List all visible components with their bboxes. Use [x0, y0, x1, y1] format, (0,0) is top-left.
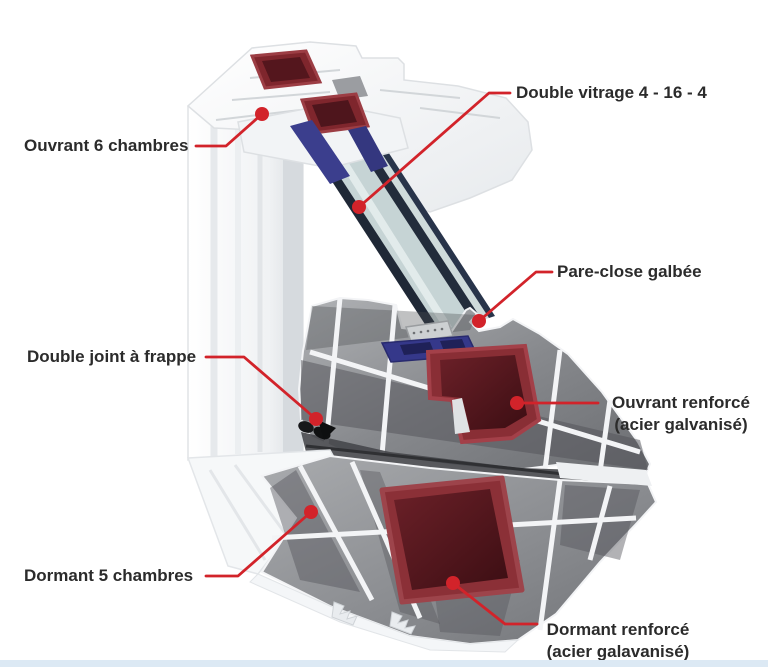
- sash-steel-mid: [299, 92, 371, 135]
- double-glazing: [305, 121, 495, 335]
- leader-lines: [194, 91, 600, 626]
- label-ouvrant-renforce-line1: Ouvrant renforcé: [612, 393, 750, 412]
- bottom-strip: [0, 660, 768, 667]
- label-dormant-renforce: Dormant renforcé (acier galavanisé): [542, 619, 694, 663]
- glass-pane-edge: [362, 121, 495, 318]
- label-pare-close: Pare-close galbée: [557, 262, 702, 281]
- clip-serration: [389, 611, 416, 635]
- leader-line-double-joint: [204, 355, 318, 421]
- leader-line-ouvrant-chambres: [194, 112, 264, 148]
- frappe-seals-black: [298, 420, 336, 440]
- leader-line-dormant-chambres: [204, 510, 313, 578]
- sash-webs: [309, 297, 641, 473]
- frame-section: [186, 449, 658, 653]
- label-double-vitrage: Double vitrage 4 - 16 - 4: [516, 83, 707, 102]
- column-shadow-band: [283, 100, 303, 452]
- frame-steel-reinforcement: [379, 475, 525, 605]
- sash-steel-reinforcement: [425, 343, 542, 445]
- sash-glazing-ledge: [237, 92, 409, 184]
- leader-line-pare-close: [477, 270, 554, 323]
- hardware-gray-piece: [332, 76, 368, 100]
- leader-line-dormant-renforce: [451, 581, 539, 626]
- frame-bottom-face: [249, 573, 520, 653]
- label-ouvrant-renforce: Ouvrant renforcé (acier galvanisé): [600, 392, 762, 436]
- annotation-dot: [446, 576, 460, 590]
- clip-serration: [331, 601, 358, 626]
- sash-cut-section: [297, 296, 652, 476]
- annotation-dot: [304, 505, 318, 519]
- annotation-dot: [510, 396, 524, 410]
- glass-pane-edge: [346, 125, 482, 323]
- label-ouvrant-chambres: Ouvrant 6 chambres: [24, 136, 189, 155]
- glazing-gasket-blue: [290, 120, 350, 184]
- label-dormant-chambres: Dormant 5 chambres: [24, 566, 194, 585]
- frame-webs: [271, 461, 637, 631]
- label-double-joint: Double joint à frappe: [27, 347, 197, 366]
- annotation-dot: [255, 107, 269, 121]
- annotation-dot: [309, 412, 323, 426]
- frame-right-step: [556, 462, 652, 486]
- annotation-dot: [472, 314, 486, 328]
- annotation-dots: [255, 107, 524, 590]
- sash-steel-top: [249, 49, 323, 90]
- label-dormant-renforce-line2: (acier galavanisé): [546, 642, 690, 661]
- glazing-gasket-blue: [348, 126, 388, 172]
- glazing-spacer: [405, 320, 454, 343]
- glass-pane-edge: [305, 137, 441, 335]
- gap-shadow-line: [305, 444, 601, 480]
- label-dormant-renforce-line1: Dormant renforcé: [546, 620, 690, 639]
- label-ouvrant-renforce-line2: (acier galvanisé): [614, 415, 748, 434]
- leader-line-double-vitrage: [357, 91, 512, 209]
- annotation-dot: [352, 200, 366, 214]
- spacer-perforations: [412, 327, 444, 335]
